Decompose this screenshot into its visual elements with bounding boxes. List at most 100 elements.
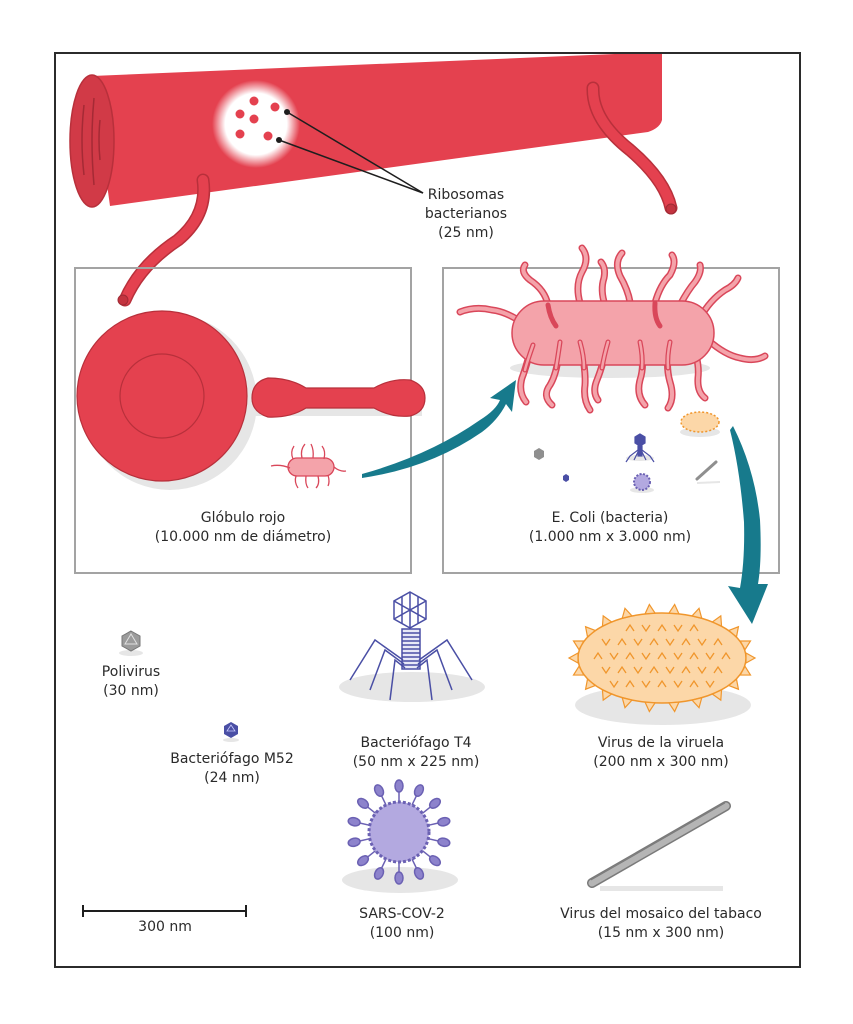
smallpox-spike [739, 640, 752, 651]
phage-m52-label-line2: (24 nm) [204, 770, 260, 786]
sars-cov-2-label-line2: (100 nm) [369, 925, 435, 941]
arrow-rbc-to-ecoli [362, 380, 516, 478]
red-blood-cell-label-line1: Glóbulo rojo [200, 510, 286, 526]
smallpox-surface-mark [657, 679, 667, 688]
smallpox-surface-mark [633, 638, 643, 647]
smallpox-spike [711, 614, 723, 628]
sars-spike-protein [373, 867, 385, 880]
smallpox-surface-mark [681, 637, 691, 646]
smallpox-surface-mark [673, 680, 683, 689]
poliovirus-label-line1: Polivirus [101, 664, 161, 680]
smallpox-surface-mark [633, 666, 643, 675]
mini-poliovirus [534, 448, 544, 460]
ribosome-pointer-lines [276, 109, 424, 194]
mini-phage-m52 [563, 474, 569, 482]
smallpox-surface-mark [625, 679, 635, 688]
smallpox-surface-mark [681, 665, 691, 674]
smallpox-spike [572, 665, 585, 676]
smallpox-surface-mark [601, 638, 611, 647]
phage-t4-label: Bacteriófago T4 (50 nm x 225 nm) [353, 734, 480, 772]
smallpox-spike [745, 651, 757, 665]
smallpox-surface-mark [713, 637, 723, 646]
scale-bar [82, 905, 247, 917]
red-blood-cell-label: Glóbulo rojo (10.000 nm de diámetro) [155, 509, 331, 547]
sars-cov-2 [342, 779, 458, 893]
mini-sars-cov-2 [630, 473, 654, 493]
smallpox-spike [584, 678, 597, 691]
poliovirus [119, 630, 143, 656]
smallpox-surface-mark [641, 680, 651, 689]
smallpox-surface-mark [641, 624, 651, 633]
smallpox-surface-mark [673, 624, 683, 633]
sars-cov-2-label-line1: SARS-COV-2 [359, 906, 445, 922]
smallpox-virus [567, 603, 757, 725]
sars-spike-protein [394, 779, 404, 793]
blood-vessel [69, 54, 678, 307]
smallpox-spike [567, 651, 579, 665]
ribosomes-label-line3: (25 nm) [438, 225, 494, 241]
arrow-ecoli-to-smallpox [728, 426, 768, 624]
smallpox-surface-mark [593, 651, 603, 660]
ecoli-small [270, 443, 347, 489]
smallpox-surface-mark [721, 651, 731, 660]
ecoli-bacterium [456, 244, 769, 414]
tmv-label: Virus del mosaico del tabaco (15 nm x 30… [560, 905, 762, 943]
smallpox-label: Virus de la viruela (200 nm x 300 nm) [593, 734, 728, 772]
phage-m52-label-line1: Bacteriófago M52 [170, 751, 294, 767]
smallpox-surface-mark [689, 651, 699, 660]
phage-t4-label-line1: Bacteriófago T4 [360, 735, 472, 751]
smallpox-surface-mark [641, 652, 651, 661]
smallpox-spike [644, 603, 657, 615]
smallpox-surface-mark [689, 679, 699, 688]
red-blood-cell-side-view [251, 377, 426, 418]
smallpox-surface-mark [673, 652, 683, 661]
red-blood-cell-label-line2: (10.000 nm de diámetro) [154, 529, 332, 545]
smallpox-spike [644, 701, 657, 713]
smallpox-surface-mark [665, 666, 675, 675]
sars-spike-protein [428, 797, 442, 809]
ribosomes-label-line1: Ribosomas [427, 187, 505, 203]
smallpox-surface-mark [713, 665, 723, 674]
smallpox-label-line1: Virus de la viruela [597, 735, 725, 751]
sars-spike-protein [437, 816, 451, 827]
poliovirus-label-line2: (30 nm) [103, 683, 159, 699]
smallpox-surface-mark [657, 623, 667, 632]
smallpox-spike [621, 696, 634, 709]
smallpox-surface-mark [625, 651, 635, 660]
tobacco-mosaic-virus [587, 801, 731, 891]
phage-t4 [339, 591, 485, 702]
sars-spike-protein [413, 867, 425, 880]
smallpox-surface-mark [601, 666, 611, 675]
smallpox-spike [727, 625, 740, 638]
smallpox-spike [601, 614, 613, 628]
smallpox-spike [601, 688, 613, 702]
sars-spike-protein [428, 855, 442, 867]
phage-t4-label-line2: (50 nm x 225 nm) [352, 754, 480, 770]
smallpox-surface-mark [609, 680, 619, 689]
magnified-spot [212, 80, 300, 168]
smallpox-spike [667, 603, 680, 615]
phage-m52 [223, 722, 239, 742]
smallpox-surface-mark [657, 651, 667, 660]
smallpox-surface-mark [697, 666, 707, 675]
smallpox-surface-mark [697, 638, 707, 647]
scale-bar-label: 300 nm [138, 918, 192, 937]
ecoli-label-line1: E. Coli (bacteria) [551, 510, 669, 526]
smallpox-spike [572, 640, 585, 651]
smallpox-spike [690, 696, 703, 709]
sars-spike-protein [347, 816, 361, 827]
smallpox-surface-mark [609, 652, 619, 661]
smallpox-surface-mark [649, 637, 659, 646]
sars-spike-protein [356, 797, 370, 809]
sars-cov-2-label: SARS-COV-2 (100 nm) [359, 905, 445, 943]
scale-bar-text: 300 nm [138, 919, 192, 935]
smallpox-spike [621, 607, 634, 620]
ribosomes-label-line2: bacterianos [424, 206, 508, 222]
tmv-label-line2: (15 nm x 300 nm) [597, 925, 725, 941]
mini-tmv [695, 460, 721, 484]
phage-m52-label: Bacteriófago M52 (24 nm) [170, 750, 294, 788]
ecoli-label-line2: (1.000 nm x 3.000 nm) [528, 529, 692, 545]
smallpox-label-line2: (200 nm x 300 nm) [593, 754, 729, 770]
red-blood-cell-box [74, 267, 412, 574]
